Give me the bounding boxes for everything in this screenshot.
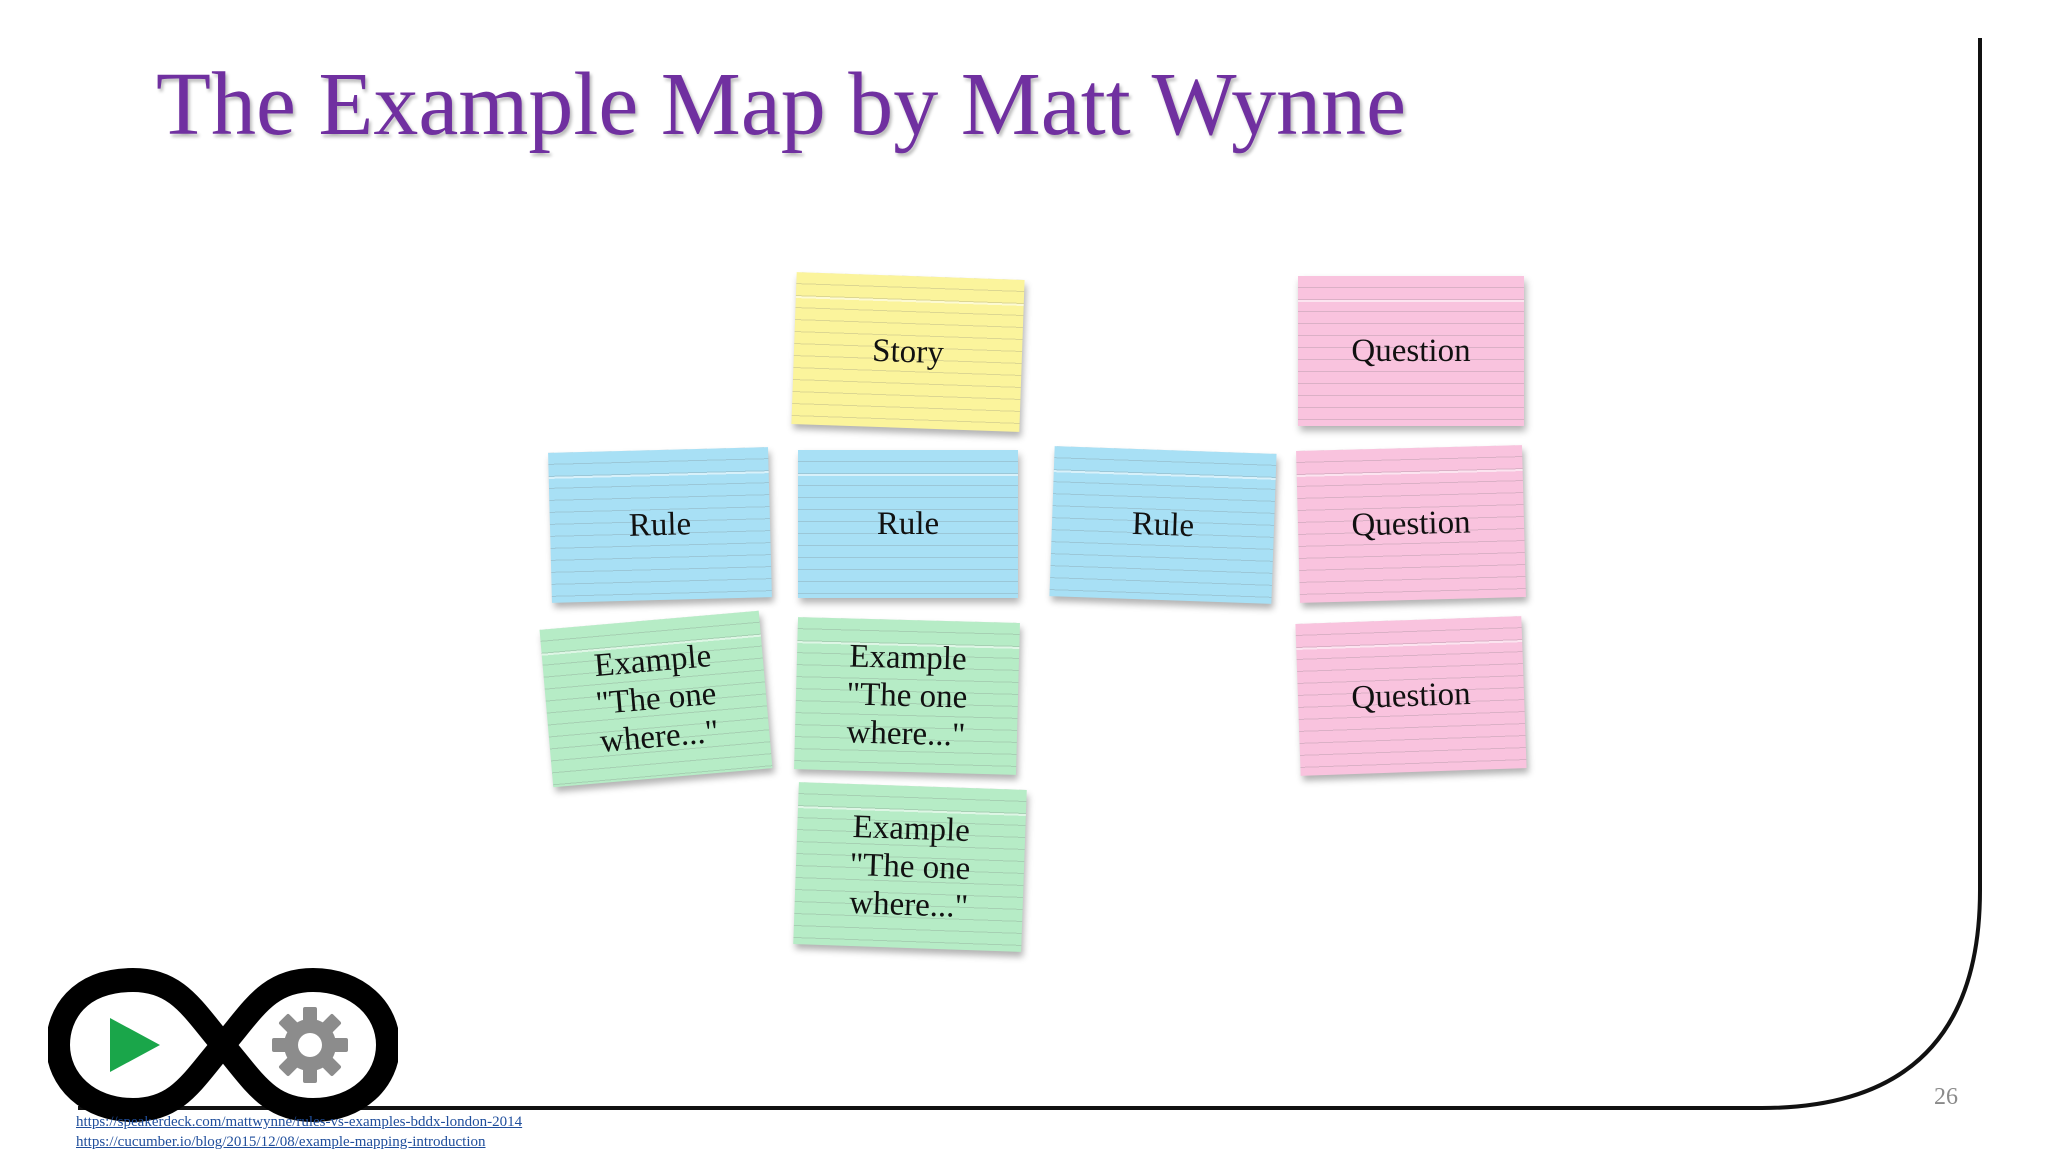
rule-card-1: Rule: [548, 447, 772, 603]
play-icon: [110, 1018, 160, 1072]
story-card: Story: [791, 272, 1025, 432]
references: https://speakerdeck.com/mattwynne/rules-…: [76, 1112, 522, 1152]
reference-link-cucumber[interactable]: https://cucumber.io/blog/2015/12/08/exam…: [76, 1134, 486, 1150]
example-card-1: Example "The one where...": [539, 610, 773, 788]
question-card-1: Question: [1298, 276, 1524, 426]
reference-link-speakerdeck[interactable]: https://speakerdeck.com/mattwynne/rules-…: [76, 1114, 523, 1130]
slide-title: The Example Map by Matt Wynne: [156, 55, 1407, 154]
rule-card-3: Rule: [1049, 446, 1277, 604]
infinity-logo-icon: [48, 968, 398, 1122]
page-number: 26: [1934, 1084, 1958, 1110]
question-card-2: Question: [1296, 445, 1526, 603]
question-card-3: Question: [1295, 616, 1527, 776]
gear-icon: [272, 1007, 348, 1083]
example-card-3: Example "The one where...": [793, 782, 1027, 952]
rule-card-2: Rule: [798, 450, 1018, 598]
example-card-2: Example "The one where...": [794, 617, 1020, 775]
